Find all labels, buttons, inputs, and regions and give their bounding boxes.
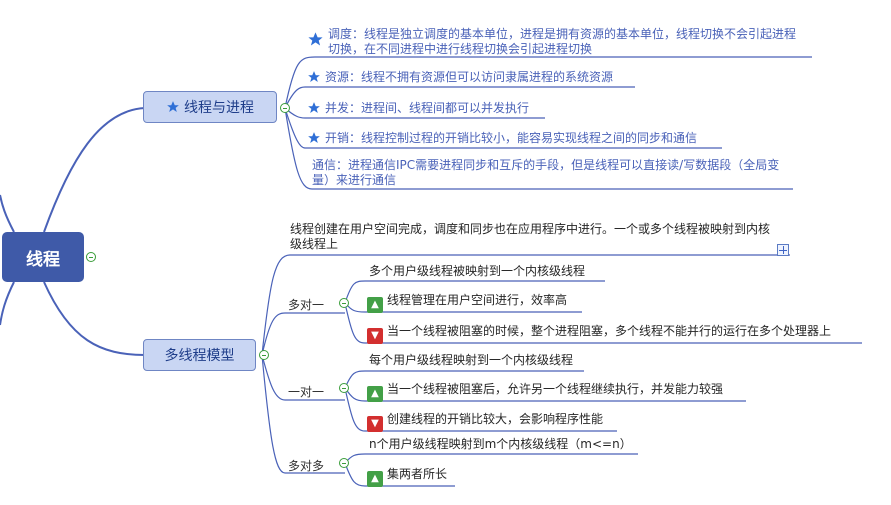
- branch-multithread-model[interactable]: 多线程模型: [143, 339, 256, 371]
- connector-root-left-top: [0, 194, 15, 233]
- connector-root-branch2: [43, 281, 146, 356]
- thumbs-up-icon: ▲: [367, 470, 383, 487]
- leaf-communication[interactable]: 通信：进程通信IPC需要进程同步和互斥的手段，但是线程可以直接读/写数据段（全局…: [312, 158, 780, 187]
- connector-root-left-bottom: [0, 281, 15, 326]
- branch-label: 线程与进程: [184, 100, 254, 116]
- leaf-m3-pro[interactable]: ▲集两者所长: [367, 467, 447, 487]
- leaf-m2-pro[interactable]: ▲当一个线程被阻塞后，允许另一个线程继续执行，并发能力较强: [367, 382, 723, 402]
- branch-thread-vs-process[interactable]: 线程与进程: [143, 91, 277, 123]
- thumbs-up-icon: ▲: [367, 385, 383, 402]
- branch-label: 多线程模型: [164, 348, 235, 364]
- connector-root-branch1: [43, 107, 146, 233]
- thumbs-down-icon: ▼: [367, 327, 383, 344]
- model3-collapse-toggle[interactable]: [339, 458, 349, 468]
- leaf-m1-pro[interactable]: ▲线程管理在用户空间进行，效率高: [367, 293, 567, 313]
- leaf-m2-desc[interactable]: 每个用户级线程映射到一个内核级线程: [369, 353, 574, 367]
- star-icon: [308, 71, 320, 82]
- star-icon: [167, 101, 179, 112]
- branch1-collapse-toggle[interactable]: [280, 103, 290, 113]
- model-one-to-one[interactable]: 一对一: [288, 385, 325, 399]
- leaf-scheduling[interactable]: 调度：线程是独立调度的基本单位，进程是拥有资源的基本单位，线程切换不会引起进程切…: [307, 27, 802, 57]
- expand-plus-icon[interactable]: [777, 244, 789, 256]
- model2-collapse-toggle[interactable]: [339, 383, 349, 393]
- leaf-m1-con[interactable]: ▼当一个线程被阻塞的时候，整个进程阻塞，多个线程不能并行的运行在多个处理器上: [367, 324, 831, 344]
- leaf-concurrency[interactable]: 并发：进程间、线程间都可以并发执行: [307, 101, 529, 116]
- root-collapse-toggle[interactable]: [86, 252, 96, 262]
- root-node[interactable]: 线程: [2, 232, 84, 282]
- intro-text[interactable]: 线程创建在用户空间完成，调度和同步也在应用程序中进行。一个或多个线程被映射到内核…: [290, 222, 771, 251]
- thumbs-down-icon: ▼: [367, 415, 383, 432]
- star-icon: [308, 132, 320, 143]
- model1-collapse-toggle[interactable]: [339, 298, 349, 308]
- leaf-resources[interactable]: 资源：线程不拥有资源但可以访问隶属进程的系统资源: [307, 70, 613, 85]
- model-many-to-one[interactable]: 多对一: [288, 298, 325, 312]
- branch2-collapse-toggle[interactable]: [259, 350, 269, 360]
- leaf-m3-desc[interactable]: n个用户级线程映射到m个内核级线程（m<=n）: [369, 437, 632, 451]
- leaf-m2-con[interactable]: ▼创建线程的开销比较大，会影响程序性能: [367, 412, 603, 432]
- star-icon: [308, 32, 323, 46]
- model-many-to-many[interactable]: 多对多: [288, 459, 325, 473]
- leaf-m1-desc[interactable]: 多个用户级线程被映射到一个内核级线程: [369, 264, 586, 278]
- thumbs-up-icon: ▲: [367, 296, 383, 313]
- leaf-overhead[interactable]: 开销：线程控制过程的开销比较小，能容易实现线程之间的同步和通信: [307, 131, 697, 146]
- star-icon: [308, 102, 320, 113]
